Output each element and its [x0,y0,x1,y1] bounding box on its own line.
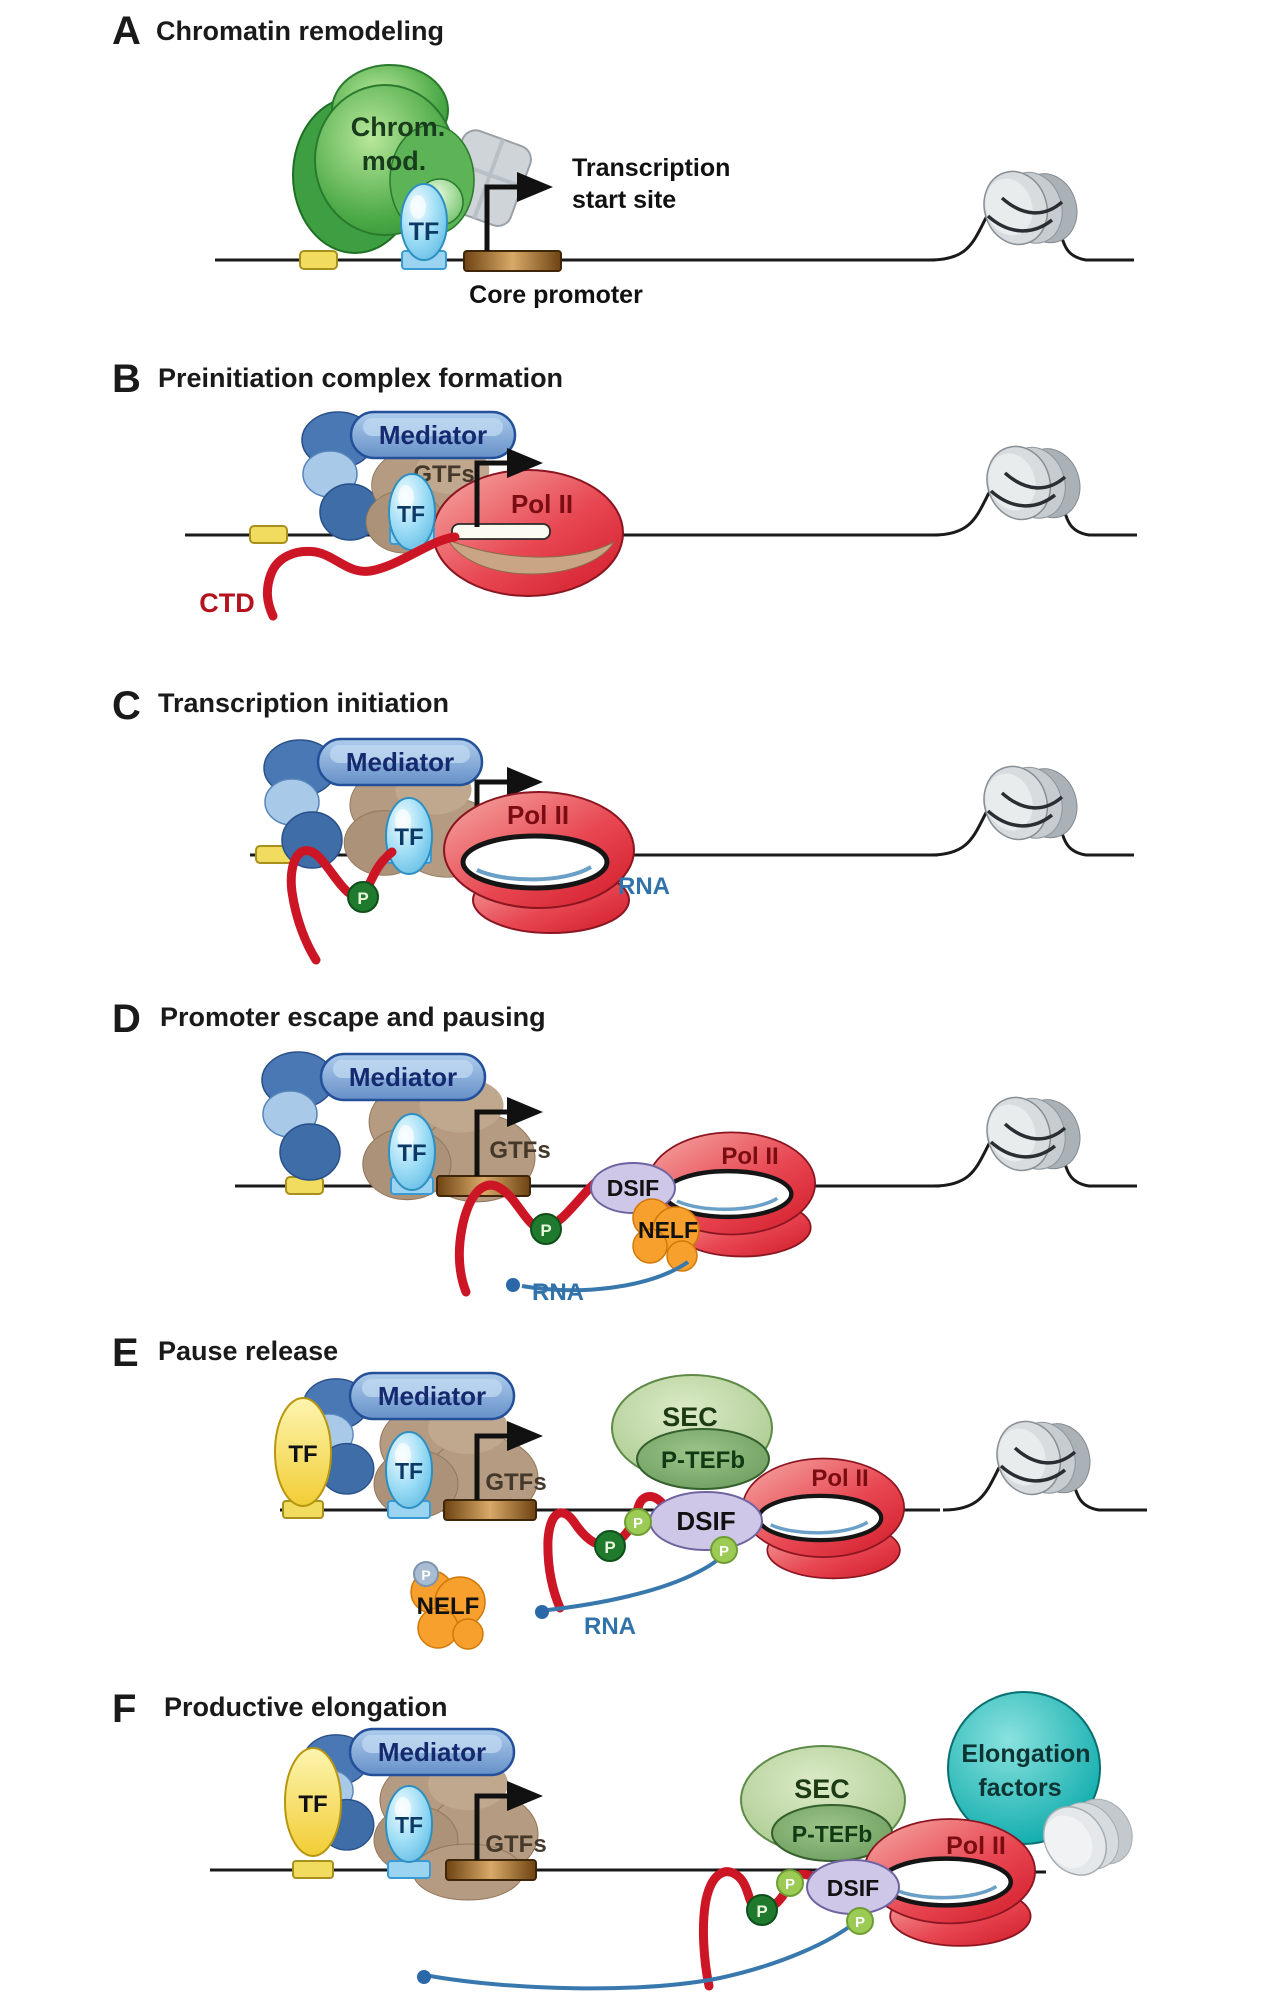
evicted-nucleosome-icon [1042,1798,1133,1876]
panel-c-transcription-initiation: C Transcription initiation Mediator Pol … [112,684,1136,965]
enhancer-box [249,525,288,544]
phosphate-label: P [357,889,368,908]
phosphate-label: P [719,1543,729,1560]
panel-b-preinitiation-complex: B Preinitiation complex formation Mediat… [112,357,1139,621]
ctd-tail [454,1177,601,1297]
polii-label: Pol II [811,1465,868,1492]
nucleosome-icon [928,747,1136,858]
sec-label: SEC [794,1774,850,1804]
mediator-label: Mediator [378,1381,486,1411]
ptefb-label: P-TEFb [661,1447,745,1474]
mediator-label: Mediator [349,1062,457,1092]
tf-label: TF [395,1458,423,1484]
core-promoter-box [463,250,562,272]
panel-d-title: Promoter escape and pausing [160,1002,546,1032]
tss-label-line1: Transcription [572,154,730,182]
elongation-factors-label-line1: Elongation [961,1740,1090,1768]
phosphate-label: P [633,1515,643,1532]
panel-e-pause-release: E Pause release Mediator TF GTFs TF Pol … [112,1331,1149,1650]
panel-b-title: Preinitiation complex formation [158,363,563,393]
nucleosome-icon [931,427,1139,538]
panel-c-letter: C [112,684,141,728]
panel-f-letter: F [112,1687,136,1731]
tf-label: TF [397,1140,426,1167]
dsif-label: DSIF [607,1175,659,1201]
gtfs-label: GTFs [485,1831,546,1858]
mediator-label: Mediator [346,747,454,777]
tf-activator-binding-box [292,1860,334,1879]
dsif-label: DSIF [676,1506,735,1536]
nelf-blob [632,1198,700,1272]
rna-5prime-dot [535,1605,549,1619]
core-promoter-box [443,1499,537,1521]
panel-f-productive-elongation: F Productive elongation Mediator TF GTFs… [112,1687,1133,1991]
nelf-label: NELF [417,1593,480,1620]
polii-label: Pol II [507,800,569,830]
sec-label: SEC [662,1402,718,1432]
nelf-released-blob [410,1570,486,1650]
ptefb-label: P-TEFb [792,1821,873,1847]
polii-blob [432,469,624,597]
panel-b-letter: B [112,357,141,401]
ctd-label: CTD [199,588,255,618]
nelf-label: NELF [638,1217,698,1243]
ptefb-oval [636,1428,770,1490]
enhancer-box [299,250,338,270]
phosphate-label: P [756,1902,767,1921]
panel-d-letter: D [112,997,141,1041]
phosphate-label: P [604,1538,615,1557]
panel-c-title: Transcription initiation [158,688,449,718]
dsif-label: DSIF [827,1875,879,1901]
polii-label: Pol II [511,489,573,519]
ctd-tail [543,1492,673,1613]
tss-label-line2: start site [572,186,676,214]
tf-label: TF [397,501,425,527]
nucleosome-icon [928,152,1136,263]
tf-label: TF [394,824,423,851]
panel-e-title: Pause release [158,1336,338,1366]
phosphate-label: P [540,1221,551,1240]
mediator-label: Mediator [378,1737,486,1767]
tf-activator-label: TF [288,1441,317,1468]
panel-a-letter: A [112,9,141,53]
elongation-factors-circle [947,1691,1101,1845]
tf-label: TF [409,218,440,246]
chromatin-modifier-label-line2: mod. [362,146,427,176]
core-promoter-box [445,1859,537,1881]
polii-label: Pol II [721,1143,778,1170]
rna-label: RNA [532,1279,584,1306]
phosphate-label: P [855,1914,865,1931]
gtfs-label: GTFs [489,1137,550,1164]
panel-d-promoter-escape-pausing: D Promoter escape and pausing Mediator G… [112,997,1139,1306]
panel-e-letter: E [112,1331,139,1375]
mediator-label: Mediator [379,420,487,450]
core-promoter-label: Core promoter [469,281,643,309]
elongation-factors-label-line2: factors [978,1774,1061,1802]
phosphate-label: P [785,1876,795,1893]
panel-f-title: Productive elongation [164,1692,448,1722]
rna-label: RNA [618,873,670,900]
chromatin-modifier-label-line1: Chrom. [351,112,446,142]
rna-strand [547,1550,726,1612]
rna-strand [429,1918,860,1991]
polii-label: Pol II [946,1832,1006,1860]
tf-binding-box [387,1860,431,1879]
gtfs-label: GTFs [485,1469,546,1496]
panel-a-chromatin-remodeling: A Chromatin remodeling Chrom. mod. TF Tr… [112,9,1136,309]
nucleosome-icon [931,1078,1139,1189]
panel-a-title: Chromatin remodeling [156,16,444,46]
phosphate-label: P [421,1567,430,1583]
tf-activator-label: TF [298,1791,327,1818]
rna-5prime-dot [417,1970,431,1984]
tf-label: TF [395,1812,423,1838]
ctd-tail [262,532,460,621]
nucleosome-icon [941,1402,1149,1513]
rna-strand [521,1260,690,1293]
rna-label: RNA [584,1613,636,1640]
rna-5prime-dot [506,1278,520,1292]
